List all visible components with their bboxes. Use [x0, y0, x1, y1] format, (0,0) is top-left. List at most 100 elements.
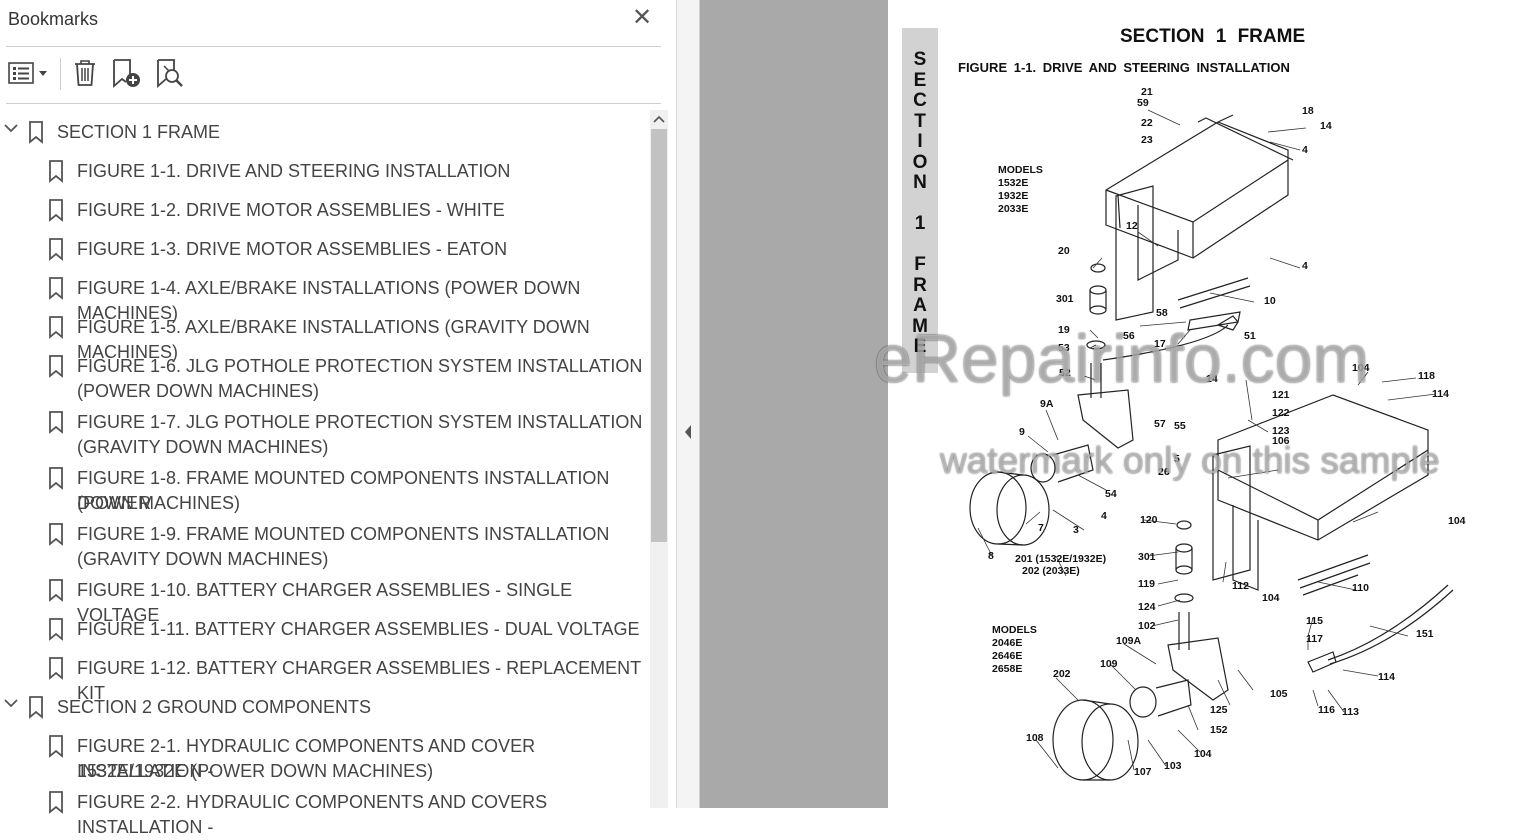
scrollbar-thumb[interactable]	[651, 129, 667, 542]
chevron-down-icon[interactable]	[3, 121, 19, 135]
part-number-callout: 102	[1138, 620, 1156, 632]
bookmark-label: FIGURE 1-6. JLG POTHOLE PROTECTION SYSTE…	[77, 356, 643, 376]
part-number-callout: 114	[1378, 671, 1395, 683]
scroll-up-button[interactable]	[650, 110, 668, 128]
bookmark-label-continued: DOWN MACHINES)	[77, 493, 240, 513]
panel-splitter[interactable]	[676, 0, 700, 808]
part-number-callout: 14	[1206, 373, 1218, 385]
bookmark-item[interactable]: FIGURE 2-1. HYDRAULIC COMPONENTS AND COV…	[0, 729, 648, 785]
part-number-callout: 119	[1138, 578, 1155, 590]
part-number-callout: 58	[1156, 307, 1168, 319]
bookmark-label: SECTION 1 FRAME	[57, 122, 221, 142]
bookmark-section[interactable]: SECTION 2 GROUND COMPONENTS	[0, 690, 648, 729]
new-bookmark-button[interactable]	[108, 56, 144, 90]
toolbar-divider	[6, 103, 661, 104]
bookmark-item[interactable]: FIGURE 1-4. AXLE/BRAKE INSTALLATIONS (PO…	[0, 271, 648, 323]
part-number-callout: 122	[1272, 407, 1290, 419]
bookmark-label-continued: (GRAVITY DOWN MACHINES)	[77, 437, 329, 457]
part-number-callout: 107	[1134, 766, 1152, 778]
bookmark-icon	[49, 355, 63, 378]
bookmark-label: FIGURE 1-5. AXLE/BRAKE INSTALLATIONS (GR…	[77, 317, 590, 362]
part-number-callout: 4	[1302, 144, 1308, 156]
bookmark-icon	[29, 121, 43, 144]
bookmark-item[interactable]: FIGURE 1-7. JLG POTHOLE PROTECTION SYSTE…	[0, 405, 648, 461]
bookmark-label: FIGURE 1-9. FRAME MOUNTED COMPONENTS INS…	[77, 524, 610, 544]
part-number-callout: 301	[1138, 551, 1156, 563]
toolbar-separator	[60, 58, 61, 90]
bookmark-item[interactable]: FIGURE 1-3. DRIVE MOTOR ASSEMBLIES - EAT…	[0, 232, 648, 271]
bookmark-item[interactable]: FIGURE 1-10. BATTERY CHARGER ASSEMBLIES …	[0, 573, 648, 625]
part-number-callout: 108	[1026, 732, 1044, 744]
bookmark-icon	[49, 523, 63, 546]
part-number-callout: 23	[1141, 134, 1153, 146]
part-number-callout: 26	[1158, 466, 1170, 478]
bookmark-item[interactable]: FIGURE 1-2. DRIVE MOTOR ASSEMBLIES - WHI…	[0, 193, 648, 232]
part-number-callout: 4	[1302, 260, 1308, 272]
bookmark-item[interactable]: FIGURE 1-1. DRIVE AND STEERING INSTALLAT…	[0, 154, 648, 193]
part-number-callout: 301	[1056, 293, 1074, 305]
bookmark-icon	[49, 199, 63, 222]
part-number-callout: 17	[1154, 338, 1166, 350]
part-number-callout: 59	[1137, 97, 1149, 109]
options-menu-button[interactable]	[6, 56, 50, 90]
part-number-callout: 3	[1073, 524, 1079, 536]
bookmark-label: FIGURE 1-10. BATTERY CHARGER ASSEMBLIES …	[77, 580, 573, 625]
part-number-callout: 52	[1059, 367, 1071, 379]
new-bookmark-icon	[113, 59, 140, 88]
bookmark-label: FIGURE 1-3. DRIVE MOTOR ASSEMBLIES - EAT…	[77, 239, 508, 259]
part-number-callout: 57	[1154, 418, 1166, 430]
part-number-callout: 151	[1416, 628, 1434, 640]
part-number-callout: 103	[1164, 760, 1182, 772]
part-number-callout: 14	[1320, 120, 1332, 132]
bookmark-item[interactable]: FIGURE 1-6. JLG POTHOLE PROTECTION SYSTE…	[0, 349, 648, 405]
part-number-callout: 53	[1058, 342, 1070, 354]
bookmark-item[interactable]: FIGURE 1-8. FRAME MOUNTED COMPONENTS INS…	[0, 461, 648, 517]
close-panel-button[interactable]: ✕	[631, 4, 653, 31]
models-label-top: MODELS 1532E 1932E 2033E	[998, 164, 1043, 215]
bookmark-label: FIGURE 1-12. BATTERY CHARGER ASSEMBLIES …	[77, 658, 641, 703]
bookmarks-toolbar	[0, 52, 670, 96]
bookmark-label: SECTION 2 GROUND COMPONENTS	[57, 697, 372, 717]
document-page: S E C T I O N 1 F R A M E SECTION 1 FRAM…	[874, 0, 1532, 808]
part-number-callout: 54	[1105, 488, 1117, 500]
delete-bookmark-button[interactable]	[68, 56, 102, 90]
bookmark-label: FIGURE 1-2. DRIVE MOTOR ASSEMBLIES - WHI…	[77, 200, 505, 220]
bookmark-item[interactable]: FIGURE 1-5. AXLE/BRAKE INSTALLATIONS (GR…	[0, 310, 648, 362]
bookmark-icon	[49, 791, 63, 814]
bookmark-tree: SECTION 1 FRAME FIGURE 1-1. DRIVE AND STE…	[0, 108, 648, 837]
collapse-panel-icon[interactable]	[683, 424, 693, 440]
part-number-callout: 8	[988, 550, 994, 562]
bookmark-section[interactable]: SECTION 1 FRAME	[0, 115, 648, 154]
bookmark-icon	[49, 277, 63, 300]
part-number-callout: 51	[1244, 330, 1256, 342]
part-number-callout: 115	[1306, 615, 1323, 627]
part-number-callout: 109	[1100, 658, 1118, 670]
tree-scrollbar[interactable]	[650, 110, 668, 808]
part-number-callout: 18	[1302, 105, 1314, 117]
part-number-callout: 106	[1272, 435, 1290, 447]
find-current-bookmark-icon	[157, 59, 183, 88]
bookmark-item[interactable]: FIGURE 1-12. BATTERY CHARGER ASSEMBLIES …	[0, 651, 648, 703]
bookmark-label-continued: 1532E/1932E (POWER DOWN MACHINES)	[77, 761, 434, 781]
panel-title: Bookmarks	[8, 9, 99, 29]
bookmark-icon	[49, 579, 63, 602]
bookmark-label: FIGURE 1-1. DRIVE AND STEERING INSTALLAT…	[77, 161, 511, 181]
bookmark-item[interactable]: FIGURE 2-2. HYDRAULIC COMPONENTS AND COV…	[0, 785, 648, 837]
part-number-callout: 201 (1532E/1932E)	[1015, 553, 1106, 565]
part-number-callout: 55	[1174, 420, 1186, 432]
part-number-callout: 152	[1210, 724, 1228, 736]
bookmark-item[interactable]: FIGURE 1-11. BATTERY CHARGER ASSEMBLIES …	[0, 612, 648, 651]
bookmark-icon	[49, 467, 63, 490]
side-tab-label: S E C T I O N 1 F R A M E	[912, 49, 928, 357]
chevron-down-icon[interactable]	[3, 696, 19, 710]
part-number-callout: 116	[1318, 704, 1335, 716]
figure-title: FIGURE 1-1. DRIVE AND STEERING INSTALLAT…	[958, 60, 1290, 75]
find-current-bookmark-button[interactable]	[152, 56, 188, 90]
bookmark-item[interactable]: FIGURE 1-9. FRAME MOUNTED COMPONENTS INS…	[0, 517, 648, 573]
panel-divider	[6, 46, 661, 47]
part-number-callout: 22	[1141, 117, 1153, 129]
bookmark-icon	[49, 735, 63, 758]
part-number-callout: 56	[1123, 330, 1135, 342]
bookmark-icon	[49, 238, 63, 261]
